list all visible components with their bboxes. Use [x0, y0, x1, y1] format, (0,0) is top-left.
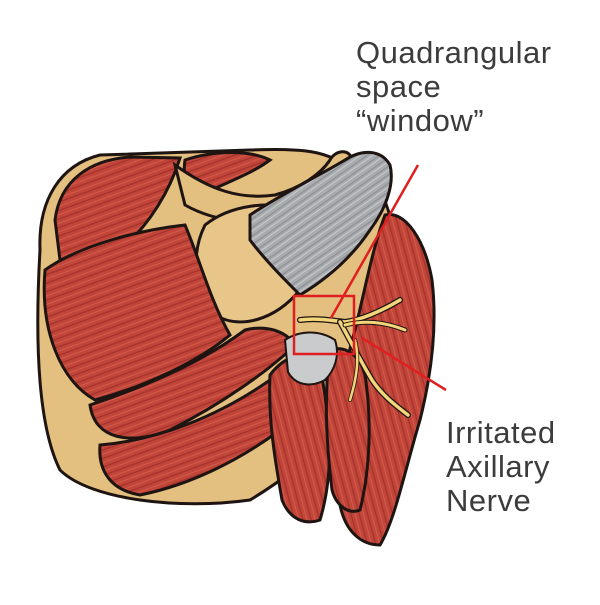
infraspinatus-muscle	[42, 223, 232, 402]
axillary-nerve-label: Irritated Axillary Nerve	[446, 416, 556, 518]
nerve-pointer-line	[361, 336, 447, 392]
axillary-nerve	[297, 297, 411, 418]
window-label-line-3: “window”	[356, 103, 485, 138]
nerve-label-line-3: Nerve	[446, 483, 532, 518]
lower-tendon	[283, 331, 338, 386]
quadrangular-space-label: Quadrangular space “window”	[356, 36, 552, 138]
window-label-line-1: Quadrangular	[356, 35, 552, 70]
quadrangular-space-box	[292, 294, 356, 356]
window-label-line-2: space	[356, 69, 442, 104]
rotator-cuff-tendon	[248, 150, 393, 297]
nerve-label-line-2: Axillary	[446, 449, 550, 484]
window-pointer-line	[329, 164, 420, 319]
brachial-muscle	[324, 347, 371, 513]
nerve-label-line-1: Irritated	[446, 415, 556, 450]
